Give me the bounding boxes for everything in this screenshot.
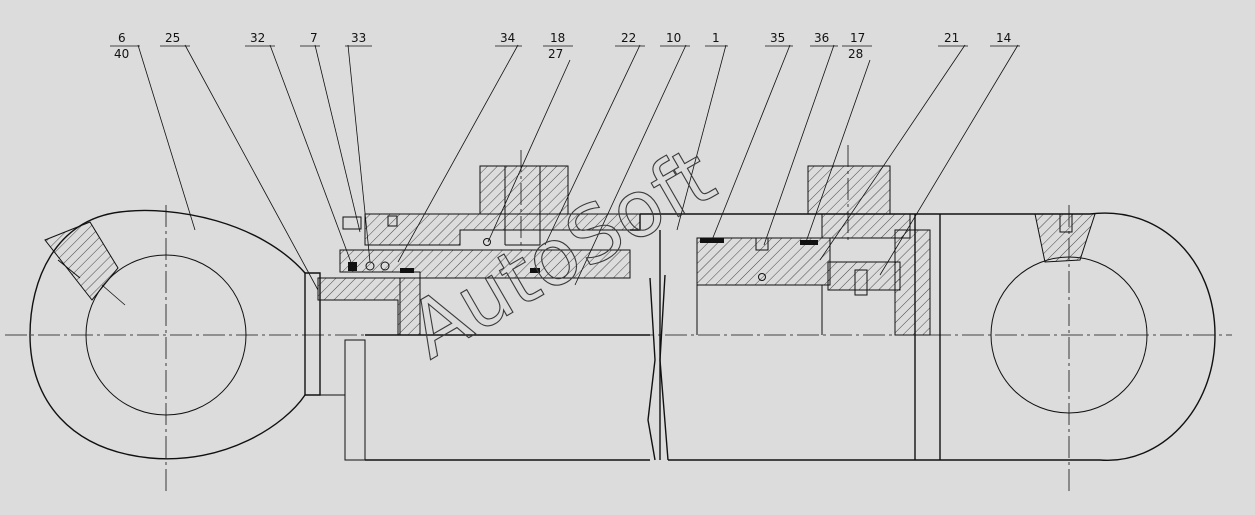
callout-18: 18 — [550, 31, 565, 45]
callout-22: 22 — [621, 31, 636, 45]
callout-35: 35 — [770, 31, 785, 45]
callout-10: 10 — [666, 31, 681, 45]
callout-14: 14 — [996, 31, 1011, 45]
leader-lines — [110, 44, 1020, 291]
callout-25: 25 — [165, 31, 180, 45]
rod-eye-right — [990, 212, 1216, 461]
callout-33: 33 — [351, 31, 366, 45]
callout-36: 36 — [814, 31, 829, 45]
rod-eye-left — [29, 209, 306, 460]
callout-labels: 6 40 25 32 7 33 34 18 27 22 10 1 35 36 1… — [114, 31, 1011, 61]
port-block-left — [479, 165, 569, 246]
callout-27: 27 — [548, 47, 563, 61]
callout-7: 7 — [310, 31, 318, 45]
piston — [696, 237, 901, 335]
callout-40: 40 — [114, 47, 129, 61]
callout-6: 6 — [118, 31, 126, 45]
callout-21: 21 — [944, 31, 959, 45]
callout-1: 1 — [712, 31, 720, 45]
callout-17: 17 — [850, 31, 865, 45]
callout-34: 34 — [500, 31, 515, 45]
callout-32: 32 — [250, 31, 265, 45]
gland-assembly — [317, 213, 641, 336]
callout-28: 28 — [848, 47, 863, 61]
